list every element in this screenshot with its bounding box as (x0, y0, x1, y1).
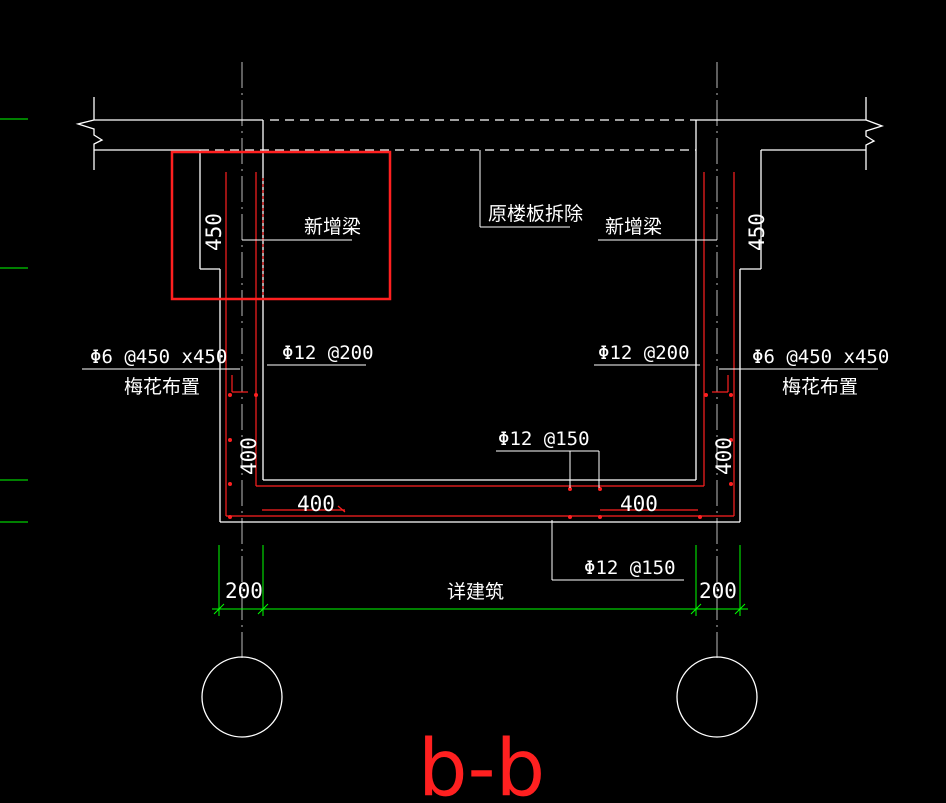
dim-haunch-left-h: 400 (297, 492, 335, 516)
label-bottom-rebar-top: Φ12 @150 (498, 428, 590, 450)
dim-haunch-left-v: 400 (237, 437, 261, 475)
dim-haunch-right-h: 400 (620, 492, 658, 516)
dimension-lines (212, 545, 748, 616)
layer-ticks (0, 118, 28, 523)
axis-bubble-left (201, 656, 283, 738)
label-new-beam-left: 新增梁 (304, 216, 361, 238)
label-tie-left: Φ6 @450 x450 (90, 346, 227, 368)
label-tie-right: Φ6 @450 x450 (752, 346, 889, 368)
dim-wall-left: 200 (225, 579, 263, 603)
label-see-architecture: 详建筑 (447, 581, 504, 603)
axis-lines (241, 62, 718, 660)
axis-bubble-right (676, 656, 758, 738)
rebar-dots (228, 393, 733, 519)
dim-beam-height-left: 450 (202, 213, 226, 251)
dim-haunch-right-v: 400 (712, 437, 736, 475)
label-wall-rebar-left: Φ12 @200 (282, 342, 374, 364)
label-plum-right: 梅花布置 (782, 376, 858, 398)
removed-slab (200, 119, 696, 151)
label-wall-rebar-right: Φ12 @200 (598, 342, 690, 364)
label-bottom-rebar-bottom: Φ12 @150 (584, 557, 676, 579)
section-title: b-b (418, 724, 545, 803)
dim-wall-right: 200 (699, 579, 737, 603)
highlight-box (170, 150, 392, 301)
leader-lines (82, 150, 878, 581)
label-new-beam-right: 新增梁 (605, 216, 662, 238)
label-remove-slab: 原楼板拆除 (488, 203, 583, 225)
label-plum-left: 梅花布置 (124, 376, 200, 398)
rebar-lines (225, 172, 735, 517)
dim-beam-height-right: 450 (745, 213, 769, 251)
